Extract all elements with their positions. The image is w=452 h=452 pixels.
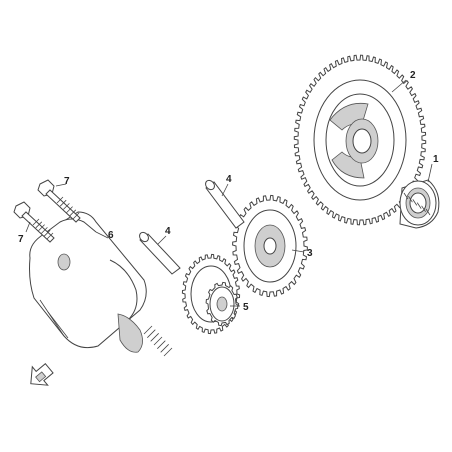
bolt-lower-thread-line bbox=[41, 227, 48, 234]
starter-motor bbox=[29, 211, 173, 357]
bolt-upper-thread-line bbox=[59, 199, 67, 207]
bearing-rollers-line bbox=[403, 192, 409, 200]
callout-3: 3 bbox=[307, 248, 313, 259]
bolt-lower bbox=[13, 201, 55, 243]
bolt-lower-thread-line bbox=[38, 224, 45, 231]
bolt-upper-thread-line bbox=[63, 203, 70, 210]
bolt-upper bbox=[37, 179, 81, 223]
shaft-upper bbox=[205, 179, 245, 229]
motor-spline-line bbox=[143, 325, 153, 335]
bearing-rollers-line bbox=[408, 195, 413, 203]
callout-labels: 2 1 3 4 4 5 6 7 7 bbox=[18, 70, 439, 313]
idle-gear-small bbox=[181, 253, 241, 335]
callout-4-upper: 4 bbox=[226, 174, 232, 185]
bolt-lower-thread-line bbox=[46, 232, 54, 240]
bearing-rollers-line bbox=[425, 208, 431, 216]
bolt-upper-thread-line bbox=[69, 209, 77, 217]
bolt-upper-thread-line bbox=[66, 206, 73, 213]
starter-driven-gear bbox=[293, 54, 427, 226]
bolt-lower-thread-line bbox=[43, 229, 51, 237]
motor-spline-line bbox=[150, 333, 159, 342]
shaft-lower bbox=[139, 231, 181, 275]
bolt-upper-thread-line bbox=[72, 212, 80, 220]
bolt-upper-thread-line bbox=[56, 196, 64, 204]
bolt-lower-thread-line bbox=[35, 221, 43, 229]
callout-4-lower: 4 bbox=[165, 226, 171, 237]
callout-5: 5 bbox=[243, 302, 249, 313]
callout-6: 6 bbox=[108, 230, 114, 241]
callout-7-lower: 7 bbox=[18, 234, 24, 245]
motor-spline-line bbox=[147, 329, 156, 338]
motor-spline-line bbox=[160, 344, 169, 353]
bearing-rollers-line bbox=[416, 202, 422, 209]
motor-spline-line bbox=[163, 347, 173, 357]
callout-1: 1 bbox=[433, 154, 439, 165]
bearing-rollers-line bbox=[421, 205, 426, 213]
bolt-lower-thread-line bbox=[32, 218, 40, 226]
callout-7-upper: 7 bbox=[64, 176, 70, 187]
idle-gear-large bbox=[232, 194, 308, 298]
bearing bbox=[399, 179, 440, 229]
motor-spline-line bbox=[153, 336, 163, 346]
leader-lines bbox=[25, 79, 433, 307]
callout-2: 2 bbox=[410, 70, 416, 81]
bearing-rollers-line bbox=[412, 199, 418, 206]
motor-spline-line bbox=[157, 340, 166, 349]
direction-arrow-icon bbox=[30, 362, 54, 386]
